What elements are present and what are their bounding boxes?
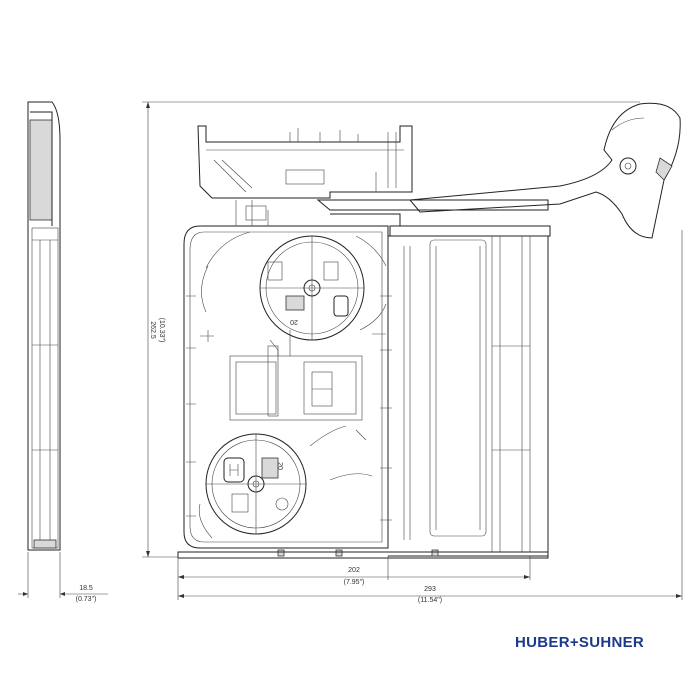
total-width-dimension: 293 (11.54") bbox=[178, 230, 683, 604]
inner-width-dimension: 202 (7.95") bbox=[177, 556, 531, 600]
upper-tray-number: 20 bbox=[290, 318, 298, 325]
inner-width-in-label: (7.95") bbox=[344, 579, 365, 586]
height-mm-label: 262.5 bbox=[149, 321, 156, 339]
brand-logo: HUBER+SUHNER bbox=[515, 634, 645, 651]
depth-dimension: 18.5 (0.73") bbox=[18, 552, 108, 603]
depth-mm-label: 18.5 bbox=[79, 585, 93, 592]
front-view: 20 20 bbox=[177, 102, 681, 559]
inner-width-mm-label: 202 bbox=[348, 567, 360, 574]
lower-tray-number: 20 bbox=[276, 462, 283, 470]
height-dimension: 262.5 (10.33") bbox=[142, 101, 640, 558]
splice-plate bbox=[229, 330, 363, 421]
total-width-in-label: (11.54") bbox=[418, 597, 442, 604]
height-in-label: (10.33") bbox=[158, 318, 165, 343]
side-view bbox=[27, 101, 61, 551]
depth-in-label: (0.73") bbox=[76, 596, 97, 603]
upper-spool: 20 bbox=[201, 231, 387, 341]
lower-spool: 20 bbox=[198, 425, 373, 539]
total-width-mm-label: 293 bbox=[424, 586, 436, 593]
